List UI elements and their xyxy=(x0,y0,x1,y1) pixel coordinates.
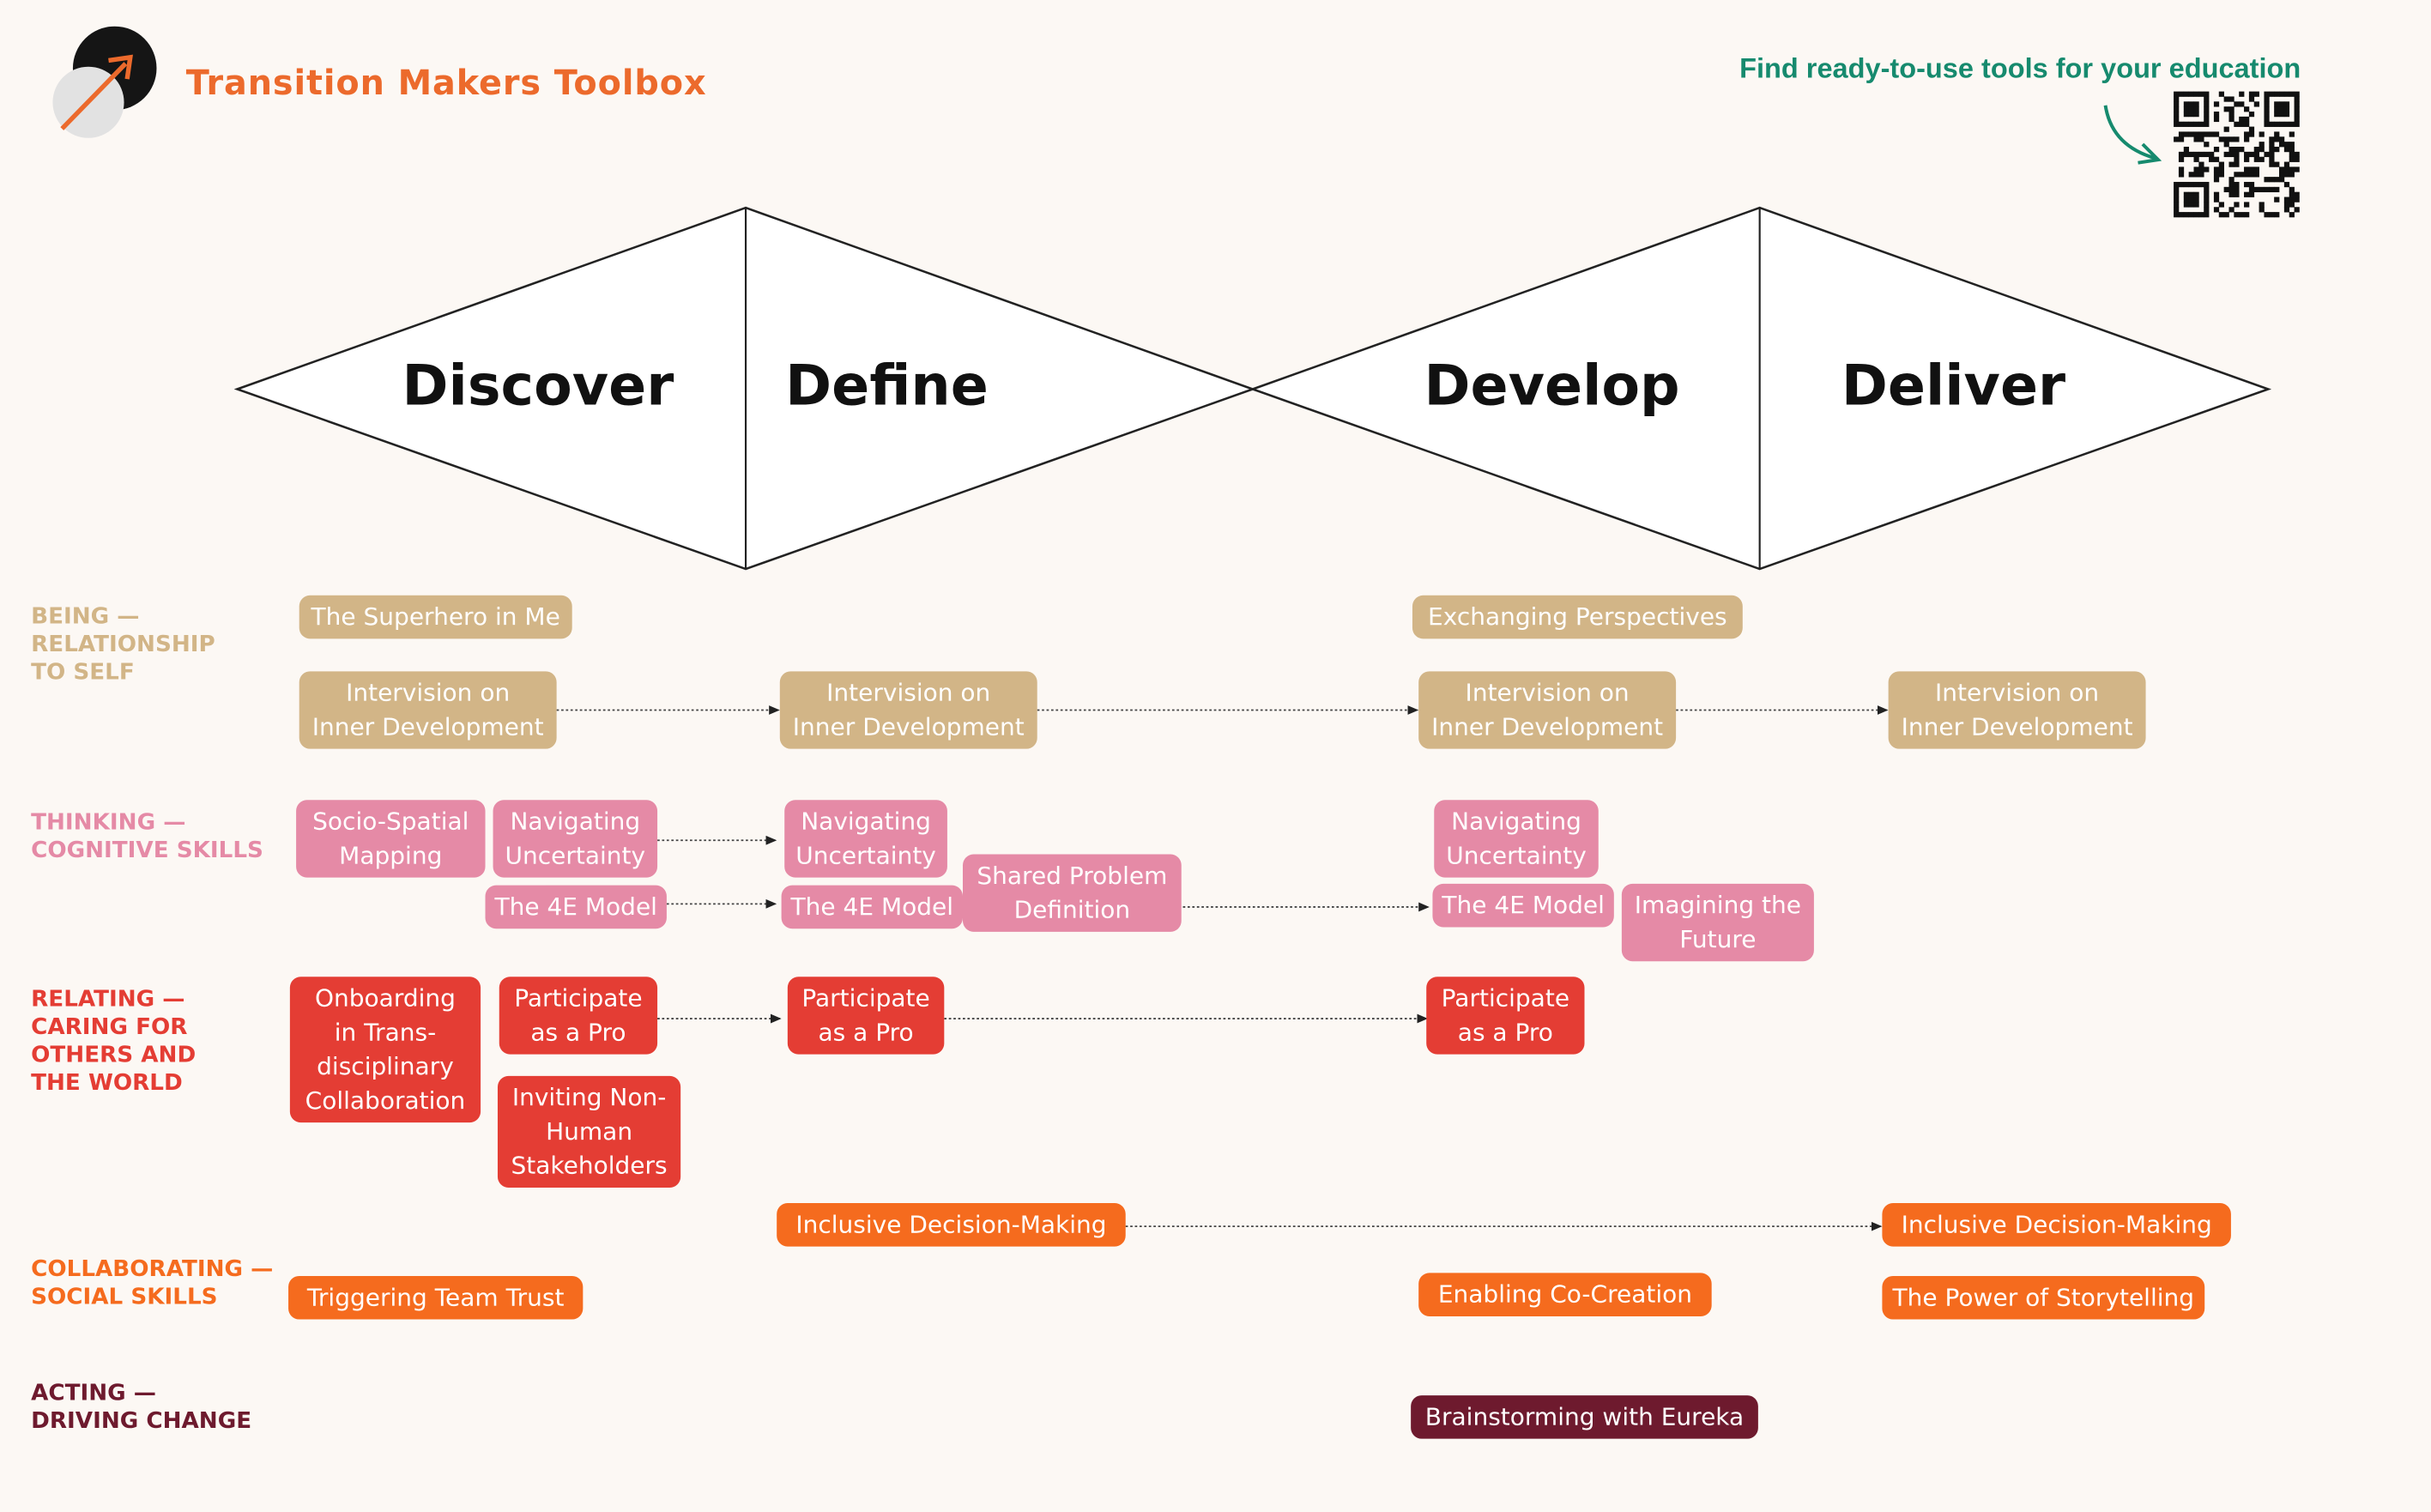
phase-label-develop: Develop xyxy=(1424,354,1680,419)
tool-4e-model[interactable]: The 4E Model xyxy=(485,885,667,929)
tool-triggering-team-trust[interactable]: Triggering Team Trust xyxy=(288,1275,584,1320)
qr-code-icon xyxy=(2174,91,2300,218)
tool-exchanging-perspectives[interactable]: Exchanging Perspectives xyxy=(1412,595,1743,639)
phase-label-discover: Discover xyxy=(402,354,674,419)
row-label-acting: ACTING —DRIVING CHANGE xyxy=(31,1381,252,1435)
tool-power-of-storytelling[interactable]: The Power of Storytelling xyxy=(1882,1275,2205,1320)
qr-caption: Find ready-to-use tools for your educati… xyxy=(1739,52,2301,84)
logo-icon xyxy=(52,26,157,138)
row-label-thinking: THINKING —COGNITIVE SKILLS xyxy=(31,810,263,864)
tool-superhero-in-me[interactable]: The Superhero in Me xyxy=(299,595,572,639)
tool-4e-model[interactable]: The 4E Model xyxy=(781,885,963,929)
curved-arrow-icon xyxy=(2103,105,2156,160)
phase-label-define: Define xyxy=(785,354,989,419)
brand-title: Transition Makers Toolbox xyxy=(185,64,707,105)
tool-enabling-co-creation[interactable]: Enabling Co-Creation xyxy=(1418,1273,1712,1316)
phase-label-deliver: Deliver xyxy=(1841,354,2065,419)
tool-4e-model[interactable]: The 4E Model xyxy=(1432,883,1614,928)
tool-inclusive-decision-making[interactable]: Inclusive Decision-Making xyxy=(777,1203,1126,1247)
tool-inclusive-decision-making[interactable]: Inclusive Decision-Making xyxy=(1882,1203,2231,1247)
tool-brainstorming-with-eureka[interactable]: Brainstorming with Eureka xyxy=(1411,1395,1758,1439)
row-label-collaborating: COLLABORATING —SOCIAL SKILLS xyxy=(31,1257,274,1310)
